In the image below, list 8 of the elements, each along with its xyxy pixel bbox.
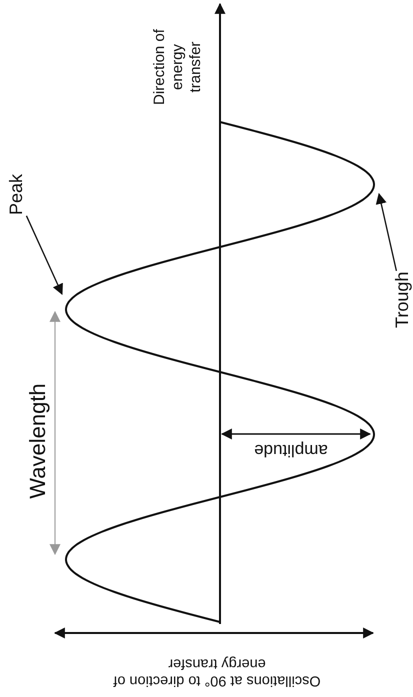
axis-label: Direction of energy transfer [151,28,205,107]
axis-label: Oscillations at 90° to direction of energy transfer [112,654,322,688]
callout-label: Peak [6,175,28,215]
leader-line [26,216,63,295]
dimension-label: Wavelength [24,382,51,501]
callout-label: Trough [392,272,413,328]
dimension-label: amplitude [253,440,329,460]
leader-line [376,192,398,272]
